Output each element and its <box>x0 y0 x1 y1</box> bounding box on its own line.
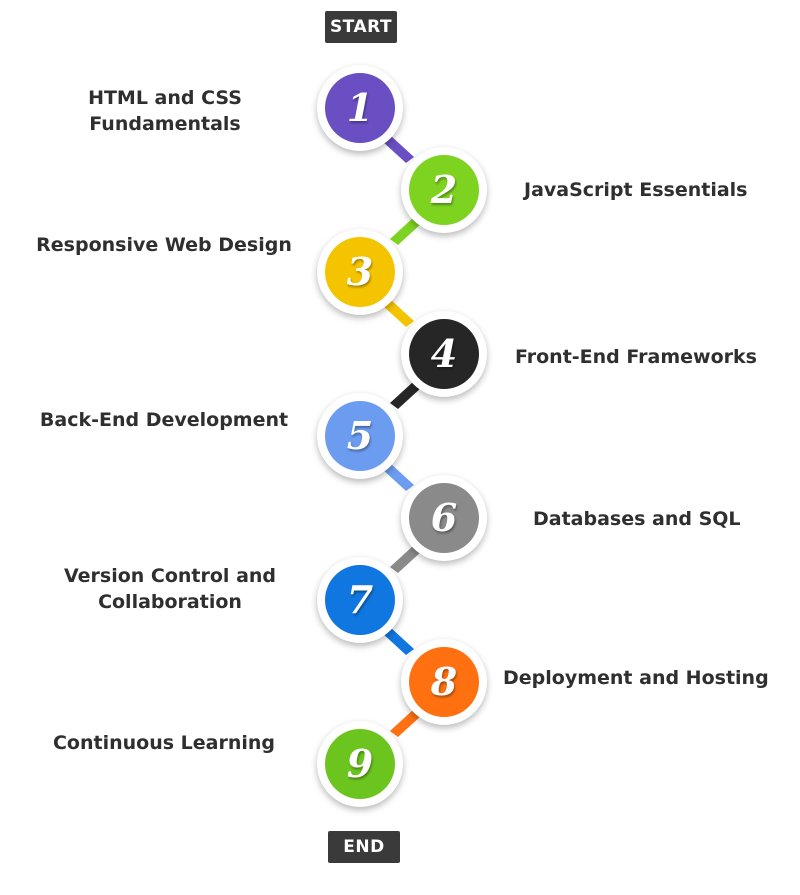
step-3-number: 3 <box>346 249 374 294</box>
connector-3-4 <box>382 299 414 327</box>
step-7-label-line-1: Version Control and <box>63 565 277 587</box>
end-label: END <box>328 831 400 863</box>
connector-8-9 <box>390 709 422 737</box>
connector-7-8 <box>382 627 414 655</box>
step-8-number: 8 <box>430 659 458 704</box>
step-7-number: 7 <box>346 577 374 622</box>
step-5-number: 5 <box>346 413 374 458</box>
step-7-disc: 7 <box>325 565 395 635</box>
connector-5-6 <box>382 463 414 491</box>
step-6-number: 6 <box>430 495 458 540</box>
step-9-disc: 9 <box>325 729 395 799</box>
connector-6-7 <box>390 545 422 573</box>
step-7-node: 7 <box>317 557 403 643</box>
step-5-node: 5 <box>317 393 403 479</box>
connector-2-3 <box>390 217 422 245</box>
step-8-label: Deployment and Hosting <box>503 667 769 689</box>
step-1-node: 1 <box>317 65 403 151</box>
step-2-node: 2 <box>401 147 487 233</box>
connector-4-5 <box>390 381 422 409</box>
step-6-label: Databases and SQL <box>533 508 741 530</box>
step-6-disc: 6 <box>409 483 479 553</box>
step-1-number: 1 <box>346 85 374 130</box>
step-4-disc: 4 <box>409 319 479 389</box>
step-9-label: Continuous Learning <box>52 732 276 754</box>
step-7-label-line-2: Collaboration <box>98 591 242 613</box>
step-4-label: Front-End Frameworks <box>515 346 757 368</box>
start-label: START <box>325 11 397 43</box>
step-3-node: 3 <box>317 229 403 315</box>
step-4-node: 4 <box>401 311 487 397</box>
step-9-node: 9 <box>317 721 403 807</box>
step-8-disc: 8 <box>409 647 479 717</box>
step-6-node: 6 <box>401 475 487 561</box>
step-7-label: Version Control and Collaboration <box>20 563 320 615</box>
step-4-number: 4 <box>430 331 458 376</box>
step-8-node: 8 <box>401 639 487 725</box>
step-1-label: HTML and CSS Fundamentals <box>20 85 310 137</box>
step-5-disc: 5 <box>325 401 395 471</box>
connector-1-2 <box>382 135 414 163</box>
step-2-disc: 2 <box>409 155 479 225</box>
step-5-label: Back-End Development <box>39 409 289 431</box>
step-1-disc: 1 <box>325 73 395 143</box>
step-3-label: Responsive Web Design <box>36 234 292 256</box>
step-2-label: JavaScript Essentials <box>524 179 748 201</box>
step-3-disc: 3 <box>325 237 395 307</box>
step-9-number: 9 <box>346 741 374 786</box>
step-1-label-line-1: HTML and CSS <box>88 87 242 109</box>
step-2-number: 2 <box>430 167 458 212</box>
step-1-label-line-2: Fundamentals <box>89 113 241 135</box>
